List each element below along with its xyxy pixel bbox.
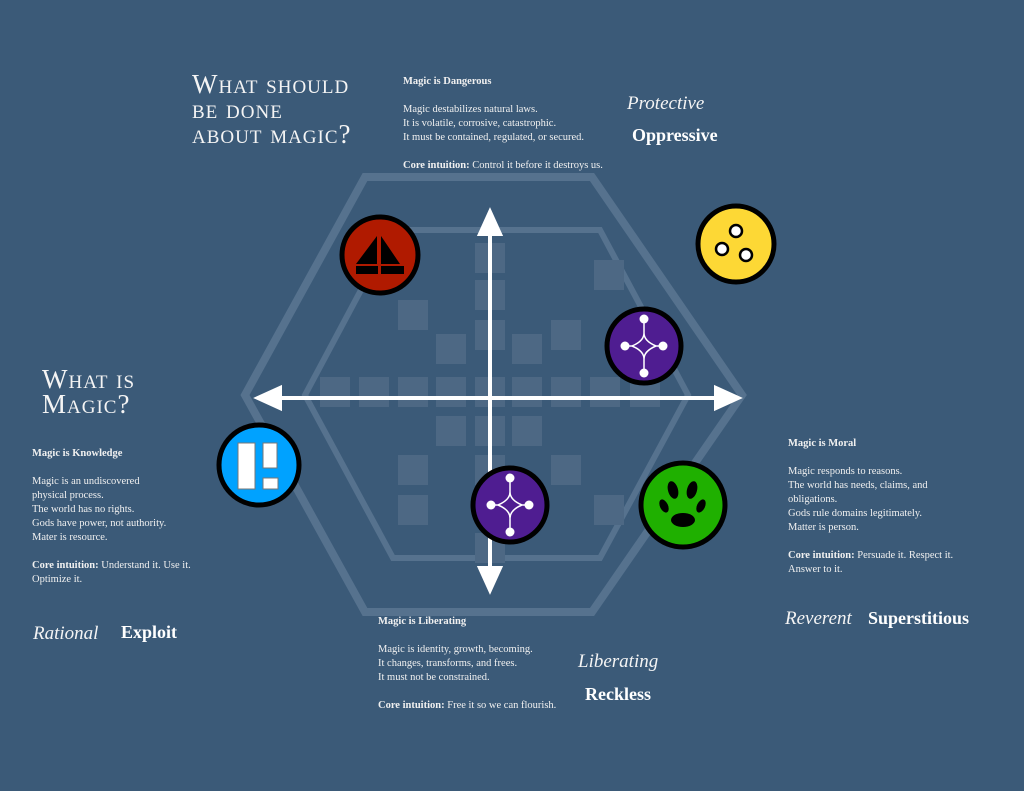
core-label: Core intuition: xyxy=(403,160,470,171)
core-label: Core intuition: xyxy=(32,560,99,571)
grid-square xyxy=(590,377,620,407)
grid-square xyxy=(594,495,624,525)
arrow-right-icon xyxy=(714,384,743,412)
line: Gods have power, not authority. xyxy=(32,518,167,529)
grid-square xyxy=(512,416,542,446)
grid-square xyxy=(359,377,389,407)
background-grid-squares xyxy=(320,243,660,563)
node-star-icon xyxy=(626,320,662,372)
core-text: Understand it. Use it. Optimize it. xyxy=(32,560,191,585)
line: Magic destabilizes natural laws. xyxy=(403,104,538,115)
grid-square xyxy=(551,455,581,485)
purple-star-token-upper[interactable] xyxy=(604,306,684,386)
yellow-dots-token[interactable] xyxy=(695,203,777,285)
grid-square xyxy=(398,495,428,525)
blue-blocks-token[interactable] xyxy=(216,422,302,508)
line: It must be contained, regulated, or secu… xyxy=(403,132,585,143)
grid-square xyxy=(512,377,542,407)
arrow-left-icon xyxy=(253,384,282,412)
core-label: Core intuition: xyxy=(788,550,855,561)
three-dots-icon xyxy=(714,223,754,263)
positive-label: Protective xyxy=(627,93,705,114)
grid-square xyxy=(551,320,581,350)
dangerous-block: Magic is Dangerous Magic destabilizes na… xyxy=(403,75,643,187)
arrow-up-icon xyxy=(476,207,504,236)
line: Matter is person. xyxy=(788,522,859,533)
negative-label: Superstitious xyxy=(868,608,970,628)
paw-icon xyxy=(659,481,706,527)
line: The world has no rights. xyxy=(32,504,135,515)
sail-icon xyxy=(356,236,377,264)
title-line: What is xyxy=(42,364,136,394)
line: physical process. xyxy=(32,490,104,501)
grid-square xyxy=(551,377,581,407)
grid-square xyxy=(594,260,624,290)
core-text: Control it before it destroys us. xyxy=(469,160,603,171)
arrow-down-icon xyxy=(476,566,504,595)
line: Magic responds to reasons. xyxy=(788,466,903,477)
core-text: Persuade it. Respect it. Answer to it. xyxy=(788,550,954,575)
purple-star-token-lower[interactable] xyxy=(470,465,550,545)
green-paw-token[interactable] xyxy=(638,460,728,550)
line: Magic is identity, growth, becoming. xyxy=(378,644,533,655)
block-heading: Magic is Knowledge xyxy=(32,448,123,459)
block-heading: Magic is Dangerous xyxy=(403,76,492,87)
title-line: Magic? xyxy=(42,389,131,419)
grid-square xyxy=(398,455,428,485)
negative-label: Exploit xyxy=(121,622,178,642)
negative-label: Reckless xyxy=(585,684,651,704)
title-line: be done xyxy=(192,94,283,124)
red-sail-token[interactable] xyxy=(339,214,421,296)
line: Gods rule domains legitimately. xyxy=(788,508,923,519)
block-heading: Magic is Moral xyxy=(788,438,857,449)
line: It must not be constrained. xyxy=(378,672,490,683)
title-line: about magic? xyxy=(192,119,352,149)
moral-block: Magic is Moral Magic responds to reasons… xyxy=(788,437,968,591)
grid-square xyxy=(436,416,466,446)
action-question-title: What should be done about magic? xyxy=(192,69,352,149)
knowledge-block: Magic is Knowledge Magic is an undiscove… xyxy=(32,447,202,601)
positive-label: Rational xyxy=(33,623,99,644)
node-star-icon xyxy=(492,479,528,531)
line: Magic is an undiscovered xyxy=(32,476,140,487)
positive-label: Reverent xyxy=(785,608,852,629)
grid-square xyxy=(436,377,466,407)
line: It changes, transforms, and frees. xyxy=(378,658,518,669)
core-text: Free it so we can flourish. xyxy=(444,700,557,711)
liberating-block: Magic is Liberating Magic is identity, g… xyxy=(378,615,598,727)
blocks-icon xyxy=(237,442,279,490)
positive-label: Liberating xyxy=(578,651,659,672)
grid-square xyxy=(436,334,466,364)
line: Mater is resource. xyxy=(32,532,108,543)
block-heading: Magic is Liberating xyxy=(378,616,467,627)
line: It is volatile, corrosive, catastrophic. xyxy=(403,118,557,129)
title-line: What should xyxy=(192,69,350,99)
negative-label: Oppressive xyxy=(632,125,718,145)
grid-square xyxy=(398,300,428,330)
line: The world has needs, claims, and obligat… xyxy=(788,480,928,505)
core-label: Core intuition: xyxy=(378,700,445,711)
grid-square xyxy=(320,377,350,407)
grid-square xyxy=(512,334,542,364)
nature-question-title: What is Magic? xyxy=(42,364,136,419)
grid-square xyxy=(398,377,428,407)
